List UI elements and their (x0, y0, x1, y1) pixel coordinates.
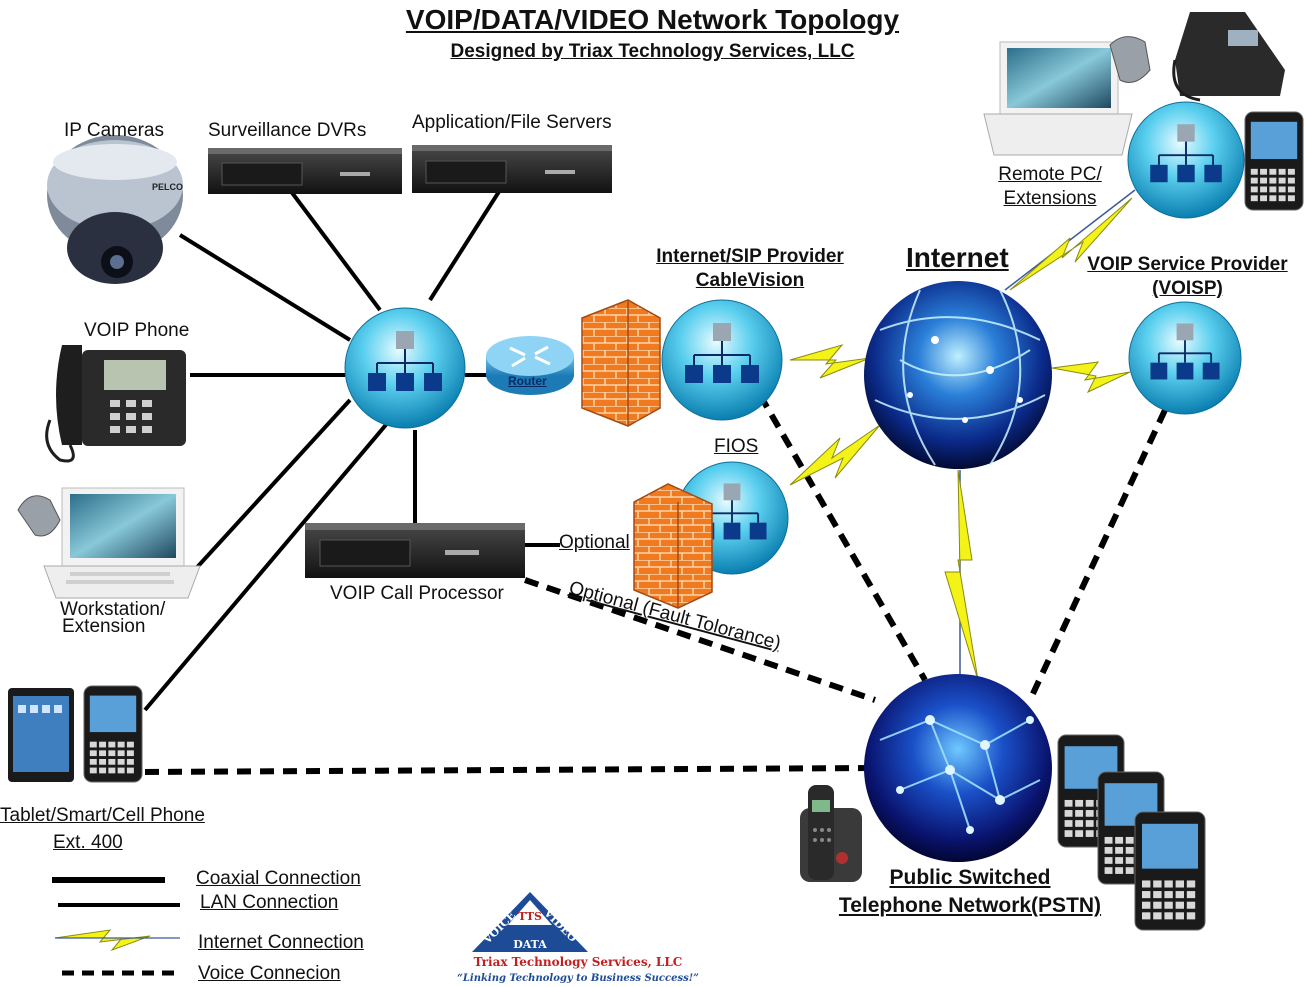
label-fios: FIOS (714, 436, 759, 457)
pstn-globe (864, 674, 1052, 862)
label-tablet-line1: Tablet/Smart/Cell Phone (0, 805, 205, 826)
label-voisp-line2: (VOISP) (1152, 278, 1223, 299)
legend-voice-label: Voice Connecion (198, 963, 341, 984)
label-workstation-line1: Workstation/ (60, 599, 166, 620)
hub-main-switch (344, 307, 466, 429)
label-remote-pc-line1: Remote PC/ (998, 164, 1102, 185)
legend-internet-bolt (54, 929, 151, 952)
surveillance-dvr (208, 148, 402, 194)
logo-company: Triax Technology Services, LLC (474, 955, 683, 969)
smartphone-pstn-3 (1134, 811, 1206, 931)
hub-voisp (1128, 301, 1242, 415)
legend-lan-label: LAN Connection (200, 892, 339, 913)
legend-coaxial-label: Coaxial Connection (196, 868, 361, 889)
logo-tts: TTS (518, 910, 542, 923)
hub-remote (1127, 101, 1245, 219)
label-sip-provider-line1: Internet/SIP Provider (656, 246, 844, 267)
tts-logo: TTS VOICE VIDEO DATA Triax Technology Se… (457, 892, 699, 984)
remote-pc-laptop (983, 36, 1151, 156)
smartphone-remote (1244, 111, 1304, 211)
label-optional: Optional (559, 532, 630, 553)
page-subtitle: Designed by Triax Technology Services, L… (450, 41, 855, 62)
tablet (8, 688, 74, 782)
label-voisp-line1: VOIP Service Provider (1087, 254, 1288, 275)
cordless-phone (800, 785, 862, 882)
legend-symbols (52, 877, 180, 976)
label-pstn-line2: Telephone Network(PSTN) (838, 894, 1102, 917)
label-surveillance-dvrs: Surveillance DVRs (208, 120, 367, 141)
svg-text:PELCO: PELCO (152, 182, 183, 192)
label-application-servers: Application/File Servers (412, 112, 612, 133)
label-pstn-line1: Public Switched (889, 866, 1051, 889)
remote-desk-phone (1172, 12, 1285, 102)
application-server (412, 145, 612, 193)
smartphone-tablet-ext (83, 685, 143, 783)
logo-data: DATA (513, 938, 547, 951)
label-sip-provider-line2: CableVision (695, 270, 805, 291)
legend-internet-label: Internet Connection (198, 932, 364, 953)
firewall-main (581, 299, 661, 427)
voip-call-processor (305, 523, 525, 578)
label-tablet-line2: Ext. 400 (53, 832, 123, 853)
hub-sip-provider (661, 299, 783, 421)
label-internet: Internet (906, 242, 1009, 273)
label-router: Router (508, 374, 547, 388)
voice-links (144, 393, 1168, 775)
label-workstation-line2: Extension (62, 616, 146, 637)
ip-camera: PELCO (47, 135, 183, 284)
label-ip-cameras: IP Cameras (64, 120, 164, 141)
label-remote-pc-line2: Extensions (1003, 188, 1097, 209)
coaxial-links (143, 188, 560, 712)
internet-globe (864, 281, 1052, 469)
label-voip-phone: VOIP Phone (84, 320, 190, 341)
router (486, 336, 574, 395)
firewall-optional (633, 483, 713, 609)
workstation-laptop (17, 487, 201, 599)
voip-phone (45, 345, 186, 463)
page-title: VOIP/DATA/VIDEO Network Topology (405, 4, 900, 35)
label-voip-call-processor: VOIP Call Processor (330, 583, 504, 604)
logo-tagline: “Linking Technology to Business Success!… (457, 973, 699, 984)
